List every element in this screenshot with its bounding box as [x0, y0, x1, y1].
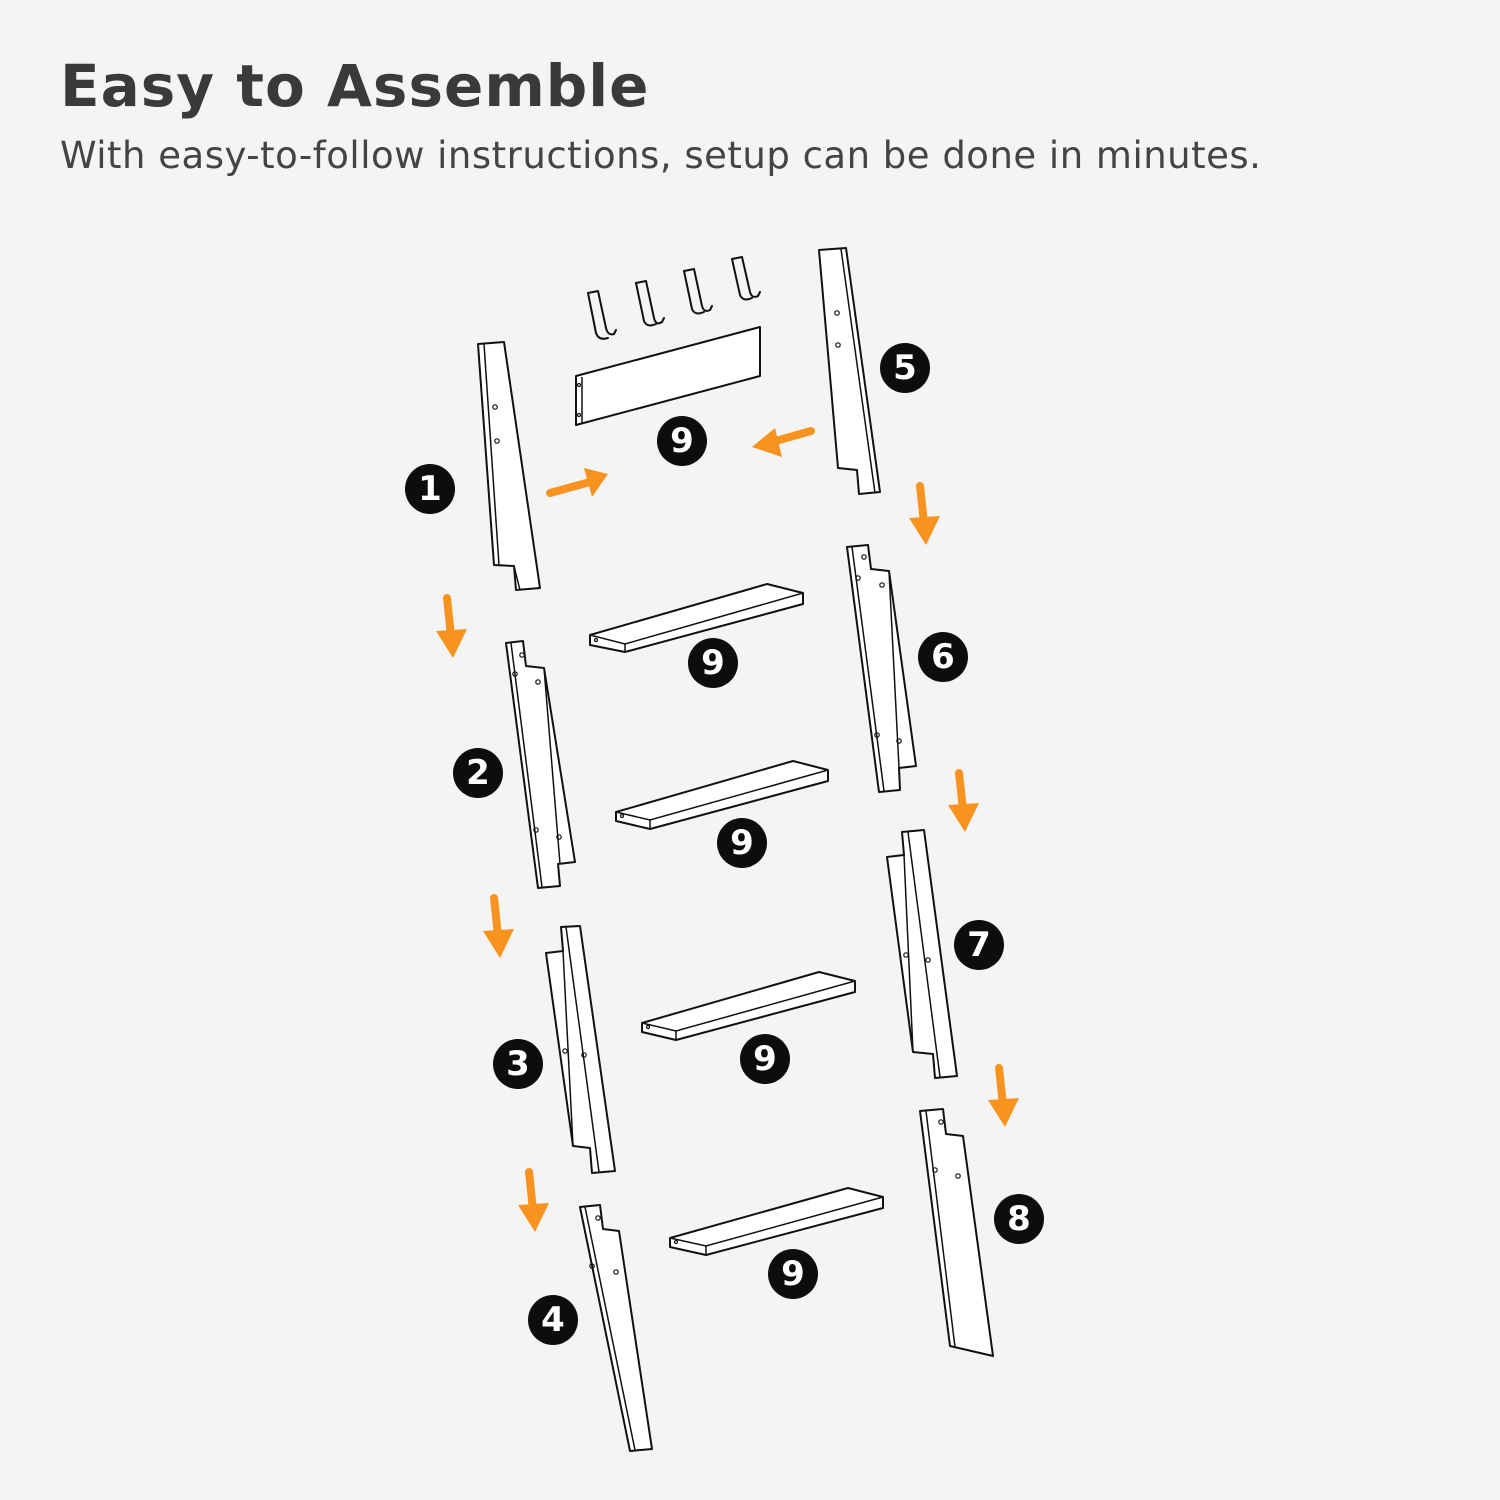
badge-2: 2	[453, 748, 503, 798]
shelf-2	[615, 760, 829, 830]
badge-2-label: 2	[466, 753, 490, 793]
hook-4-inner	[731, 258, 753, 301]
hook-4	[731, 256, 761, 298]
right-rail-6	[846, 544, 917, 793]
arrow-down-1	[436, 594, 467, 658]
left-rail-4	[579, 1204, 653, 1452]
badge-9-shelf-4: 9	[768, 1249, 818, 1299]
badge-9-shelf-3-label: 9	[753, 1039, 777, 1079]
arrow-down-5	[909, 482, 940, 545]
arrow-down-7	[988, 1064, 1019, 1127]
badge-7: 7	[954, 920, 1004, 970]
right-rail-7	[886, 829, 958, 1079]
badge-3: 3	[493, 1039, 543, 1089]
badge-4-label: 4	[541, 1300, 565, 1340]
arrow-right-1	[546, 468, 608, 497]
arrow-left-5	[752, 427, 815, 457]
badge-8: 8	[994, 1194, 1044, 1244]
badge-5: 5	[880, 343, 930, 393]
hook-2-inner	[635, 282, 657, 327]
badge-9-shelf-1-label: 9	[701, 643, 725, 683]
shelf-3	[641, 971, 856, 1041]
badge-9-shelf-3: 9	[740, 1034, 790, 1084]
arrow-down-3	[518, 1168, 549, 1232]
shelf-1	[589, 583, 804, 653]
left-rail-2	[505, 640, 576, 889]
page-subtitle: With easy-to-follow instructions, setup …	[60, 133, 1262, 177]
badge-9-shelf-2: 9	[717, 818, 767, 868]
hook-1-inner	[587, 292, 609, 340]
badge-4: 4	[528, 1295, 578, 1345]
badge-9-top-label: 9	[670, 421, 694, 461]
badge-9-shelf-1: 9	[688, 638, 738, 688]
badge-8-label: 8	[1007, 1199, 1031, 1239]
shelf-4	[669, 1187, 884, 1256]
right-rail-5	[818, 247, 881, 495]
arrow-down-2	[483, 894, 514, 958]
hook-3	[683, 268, 713, 312]
badge-9-top: 9	[657, 416, 707, 466]
page-title: Easy to Assemble	[60, 52, 650, 120]
left-rail-1	[477, 341, 541, 591]
left-rail-3	[545, 925, 616, 1174]
hook-3-inner	[683, 270, 705, 315]
right-rail-8	[919, 1108, 994, 1357]
badge-1-label: 1	[418, 469, 442, 509]
badge-9-shelf-2-label: 9	[730, 823, 754, 863]
hooks	[587, 256, 761, 340]
badge-9-shelf-4-label: 9	[781, 1254, 805, 1294]
badge-6: 6	[918, 632, 968, 682]
hook-1	[587, 290, 617, 336]
top-back-board	[575, 326, 761, 426]
badge-3-label: 3	[506, 1044, 530, 1084]
badge-1: 1	[405, 464, 455, 514]
arrow-down-6	[948, 769, 979, 832]
hook-2	[635, 280, 665, 325]
badge-7-label: 7	[967, 925, 991, 965]
badge-6-label: 6	[931, 637, 955, 677]
badge-5-label: 5	[893, 348, 917, 388]
header: Easy to Assemble With easy-to-follow ins…	[60, 52, 1261, 178]
